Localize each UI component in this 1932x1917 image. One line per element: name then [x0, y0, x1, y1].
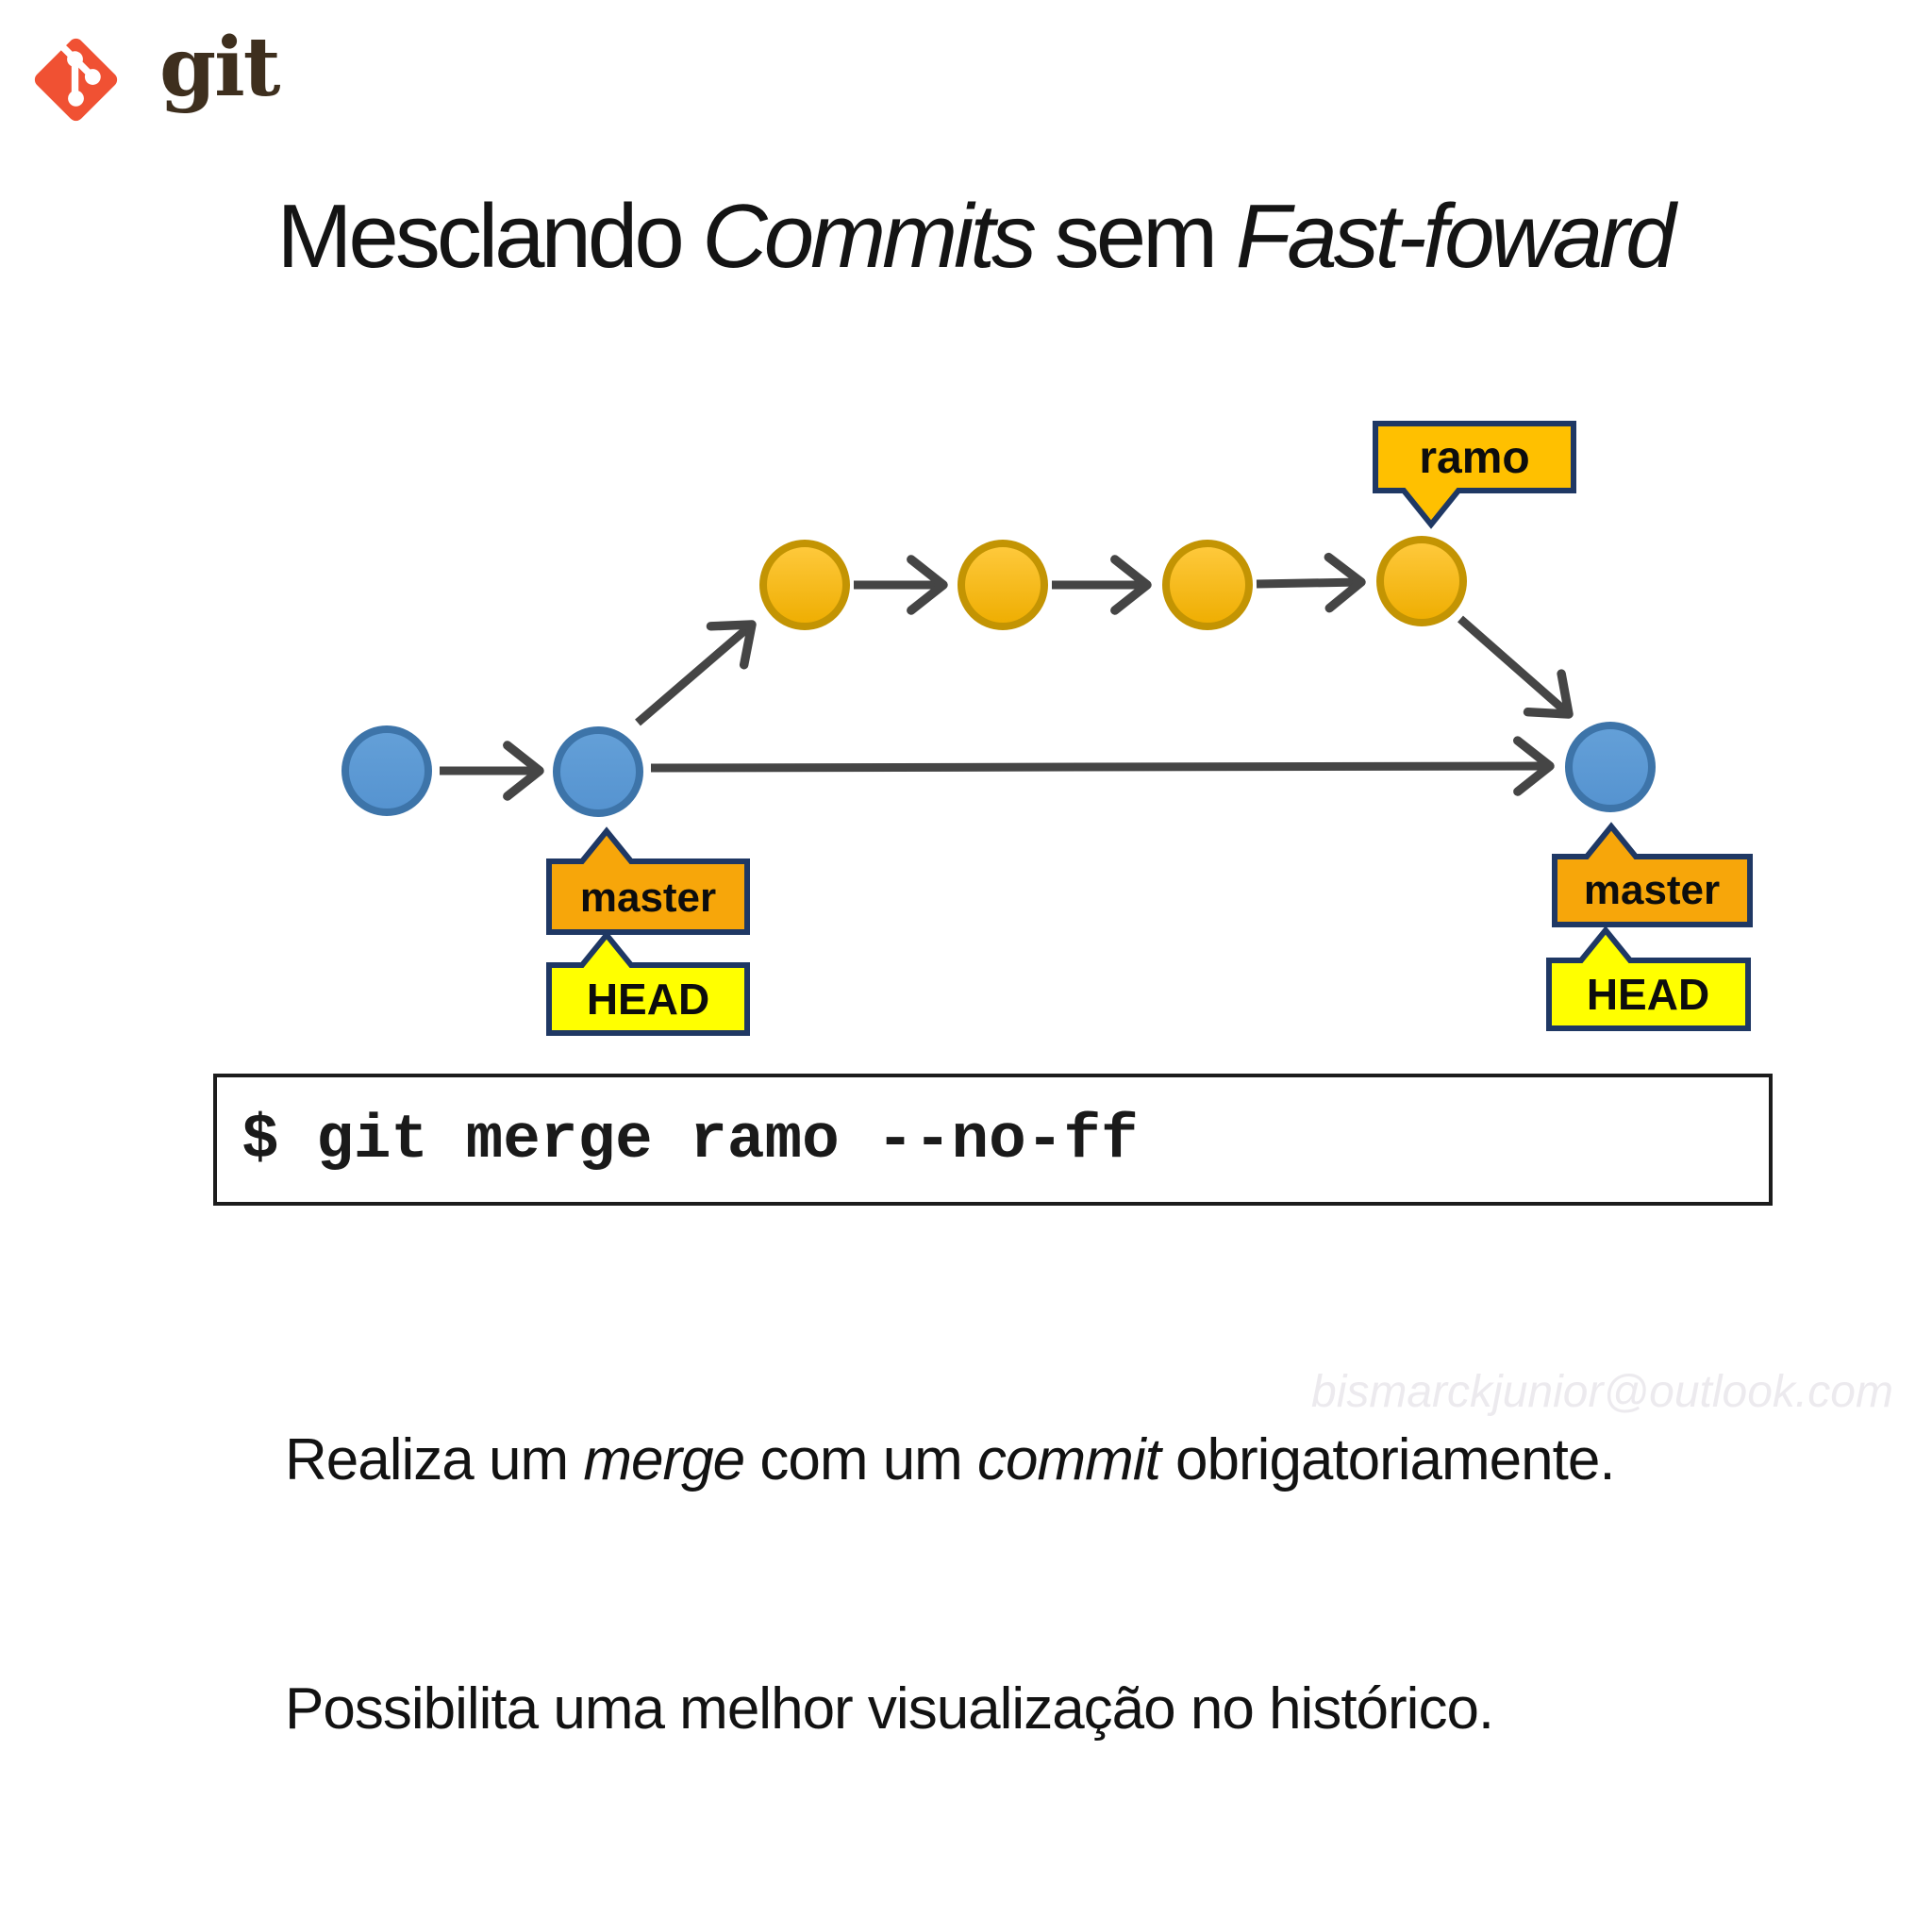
git-logo-wordmark: git [159, 20, 281, 115]
page-title: Mesclando Commits sem Fast-foward [276, 185, 1676, 289]
command-text: $ git merge ramo --no-ff [242, 1104, 1139, 1175]
arrow-branch-3-to-4 [1256, 552, 1366, 613]
master-label-left-text: master [580, 875, 716, 921]
title-part: sem [1033, 186, 1236, 287]
slide: git Mesclando Commits sem Fast-foward [29, 20, 1893, 1742]
git-icon-branch-nodes [67, 51, 101, 107]
commit-node-merge [1565, 722, 1656, 812]
head-label-left-text: HEAD [587, 975, 709, 1024]
arrow-master-to-merge [650, 736, 1555, 796]
commit-node-master-1 [341, 725, 432, 816]
head-label-left-box [546, 930, 750, 1036]
master-label-right-box [1552, 822, 1753, 927]
master-label-right-text: master [1584, 867, 1720, 913]
head-label-right-text: HEAD [1587, 970, 1709, 1019]
commit-node-branch-3 [1162, 540, 1253, 630]
title-part: Mesclando [276, 186, 703, 287]
description: Realiza um merge com um commit obrigator… [285, 1253, 1616, 1917]
watermark: bismarckjunior@outlook.com [1311, 1367, 1893, 1417]
head-label-right: HEAD [1546, 925, 1751, 1031]
commit-node-branch-1 [759, 540, 850, 630]
command-box: $ git merge ramo --no-ff [213, 1074, 1773, 1206]
git-icon [34, 38, 118, 122]
master-label-left-box [546, 826, 750, 935]
commit-node-master-2 [553, 726, 643, 817]
commit-node-branch-2 [958, 540, 1048, 630]
head-label-left: HEAD [546, 930, 750, 1036]
master-label-left: master [546, 826, 750, 935]
arrow-branch-out [635, 620, 757, 726]
commit-graph: ramo master HEAD master HEAD [341, 421, 1753, 1036]
commit-node-branch-4 [1376, 536, 1467, 626]
arrow-branch-merge-in [1457, 615, 1574, 719]
branch-label: ramo [1373, 421, 1576, 529]
branch-label-box [1373, 421, 1576, 529]
title-part-italic: Commits [702, 186, 1037, 287]
master-label-right: master [1552, 822, 1753, 927]
description-line-2: Possibilita uma melhor visualização no h… [285, 1676, 1494, 1742]
title-part-italic: Fast-foward [1235, 186, 1676, 287]
head-label-right-box [1546, 925, 1751, 1031]
branch-label-text: ramo [1419, 433, 1529, 483]
git-logo: git [29, 20, 350, 135]
description-line-1: Realiza um merge com um commit obrigator… [285, 1427, 1616, 1492]
